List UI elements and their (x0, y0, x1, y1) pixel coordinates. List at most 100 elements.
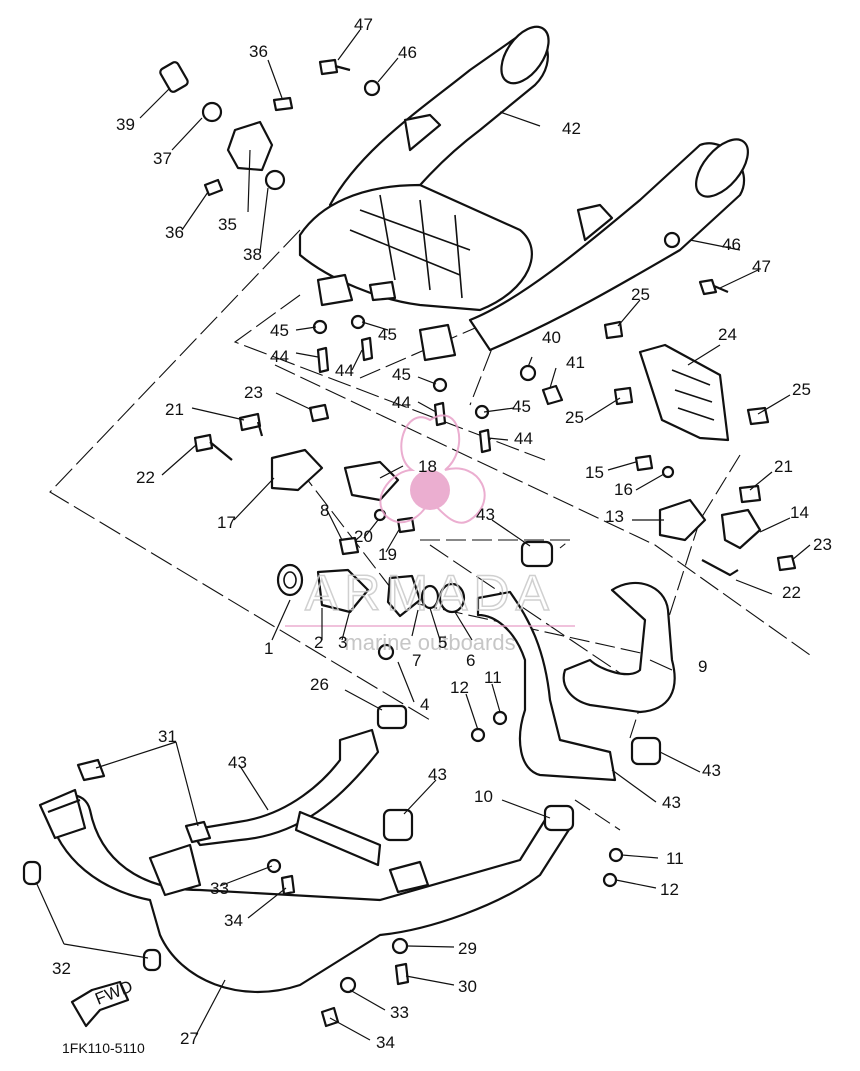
callout-35: 35 (218, 215, 237, 234)
document-code: 1FK110-5110 (62, 1040, 145, 1056)
part-32b (142, 948, 162, 972)
crosstube (294, 810, 382, 867)
callout-31: 43 (228, 753, 247, 772)
part-8 (338, 536, 360, 556)
callout-47: 47 (354, 15, 373, 34)
leader-lines (35, 29, 811, 1041)
part-36b (203, 178, 224, 197)
callout-6: 6 (466, 651, 475, 670)
callout-19: 19 (378, 545, 397, 564)
callout-25: 25 (792, 380, 811, 399)
callout-24: 24 (718, 325, 737, 344)
part-1 (276, 563, 304, 597)
flange-b (148, 843, 202, 897)
callout-17: 17 (217, 513, 236, 532)
callout-39: 39 (116, 115, 135, 134)
callout-12: 12 (450, 678, 469, 697)
part-18 (343, 460, 400, 502)
part-22b (701, 559, 739, 577)
part-15 (634, 454, 654, 472)
callout-10: 43 (662, 793, 681, 812)
part-33a (266, 858, 282, 874)
part-47b (698, 278, 729, 296)
muffler-assembly (298, 25, 749, 352)
part-2 (316, 568, 370, 614)
callout-40: 40 (542, 328, 561, 347)
part-29 (391, 937, 409, 955)
part-21a (238, 412, 264, 437)
lower-exhaust-pipes (22, 728, 575, 1028)
part-46a (363, 79, 381, 97)
callout-25: 25 (631, 285, 650, 304)
callout-46: 46 (722, 235, 741, 254)
part-7 (386, 574, 422, 618)
part-43b (630, 736, 662, 766)
callout-2: 2 (314, 633, 323, 652)
callout-43: 43 (702, 761, 721, 780)
callout-45: 45 (378, 325, 397, 344)
part-32a (22, 860, 42, 886)
part-6 (438, 582, 466, 614)
callout-30: 30 (458, 977, 477, 996)
callout-45: 45 (512, 397, 531, 416)
callout-4: 4 (420, 695, 429, 714)
callout-44: 44 (335, 361, 354, 380)
part-33b (339, 976, 357, 994)
part-31 (188, 728, 380, 847)
part-13 (658, 498, 707, 542)
callout-38: 38 (243, 245, 262, 264)
part-10 (476, 590, 617, 782)
callout-22: 22 (136, 468, 155, 487)
callout-33: 33 (390, 1003, 409, 1022)
watermark-tagline: marine outboards (344, 630, 515, 655)
callout-43: 43 (428, 765, 447, 784)
part-14 (720, 508, 762, 550)
part-23a (308, 403, 330, 423)
part-34b (320, 1006, 340, 1028)
callout-25: 25 (565, 408, 584, 427)
part-43a (520, 540, 554, 568)
callout-34: 34 (224, 911, 243, 930)
joint-parts (276, 540, 554, 661)
part-39 (159, 61, 189, 93)
part-27 (46, 794, 572, 994)
callout-15: 15 (585, 463, 604, 482)
callout-44: 44 (514, 429, 533, 448)
callout-36: 36 (165, 223, 184, 242)
callout-9: 9 (698, 657, 707, 676)
callout-11: 11 (666, 849, 684, 868)
callout-13: 13 (605, 507, 624, 526)
exhaust-pipes-9-10 (376, 581, 676, 888)
part-11a (492, 710, 508, 726)
part-30 (394, 962, 410, 986)
callout-14: 14 (790, 503, 809, 522)
middle-hardware (193, 403, 797, 577)
callout-27: 27 (180, 1029, 199, 1048)
part-25a (603, 320, 624, 340)
part-21b (738, 484, 762, 504)
part-43e (543, 804, 575, 832)
muffler-clamps (312, 273, 564, 454)
part-36a (272, 96, 294, 112)
clamp-31 (388, 860, 430, 894)
callout-42: 42 (562, 119, 581, 138)
callout-26: 31 (158, 727, 177, 746)
callout-11: 11 (484, 668, 502, 687)
part-4 (377, 643, 395, 661)
part-12a (470, 727, 486, 743)
watermark-brand: ARMADA (305, 565, 555, 621)
part-26b (184, 820, 212, 844)
callout-34: 34 (376, 1033, 395, 1052)
callout-45: 45 (270, 321, 289, 340)
callout-7: 7 (412, 651, 421, 670)
part-11b (608, 847, 624, 863)
callout-44: 44 (392, 393, 411, 412)
callout-29: 29 (458, 939, 477, 958)
part-25c (613, 386, 634, 406)
part-34a (280, 874, 296, 896)
callout-22: 22 (782, 583, 801, 602)
callout-41: 41 (566, 353, 585, 372)
callout-45: 45 (392, 365, 411, 384)
forward-direction-arrow: FWD (70, 977, 135, 1028)
